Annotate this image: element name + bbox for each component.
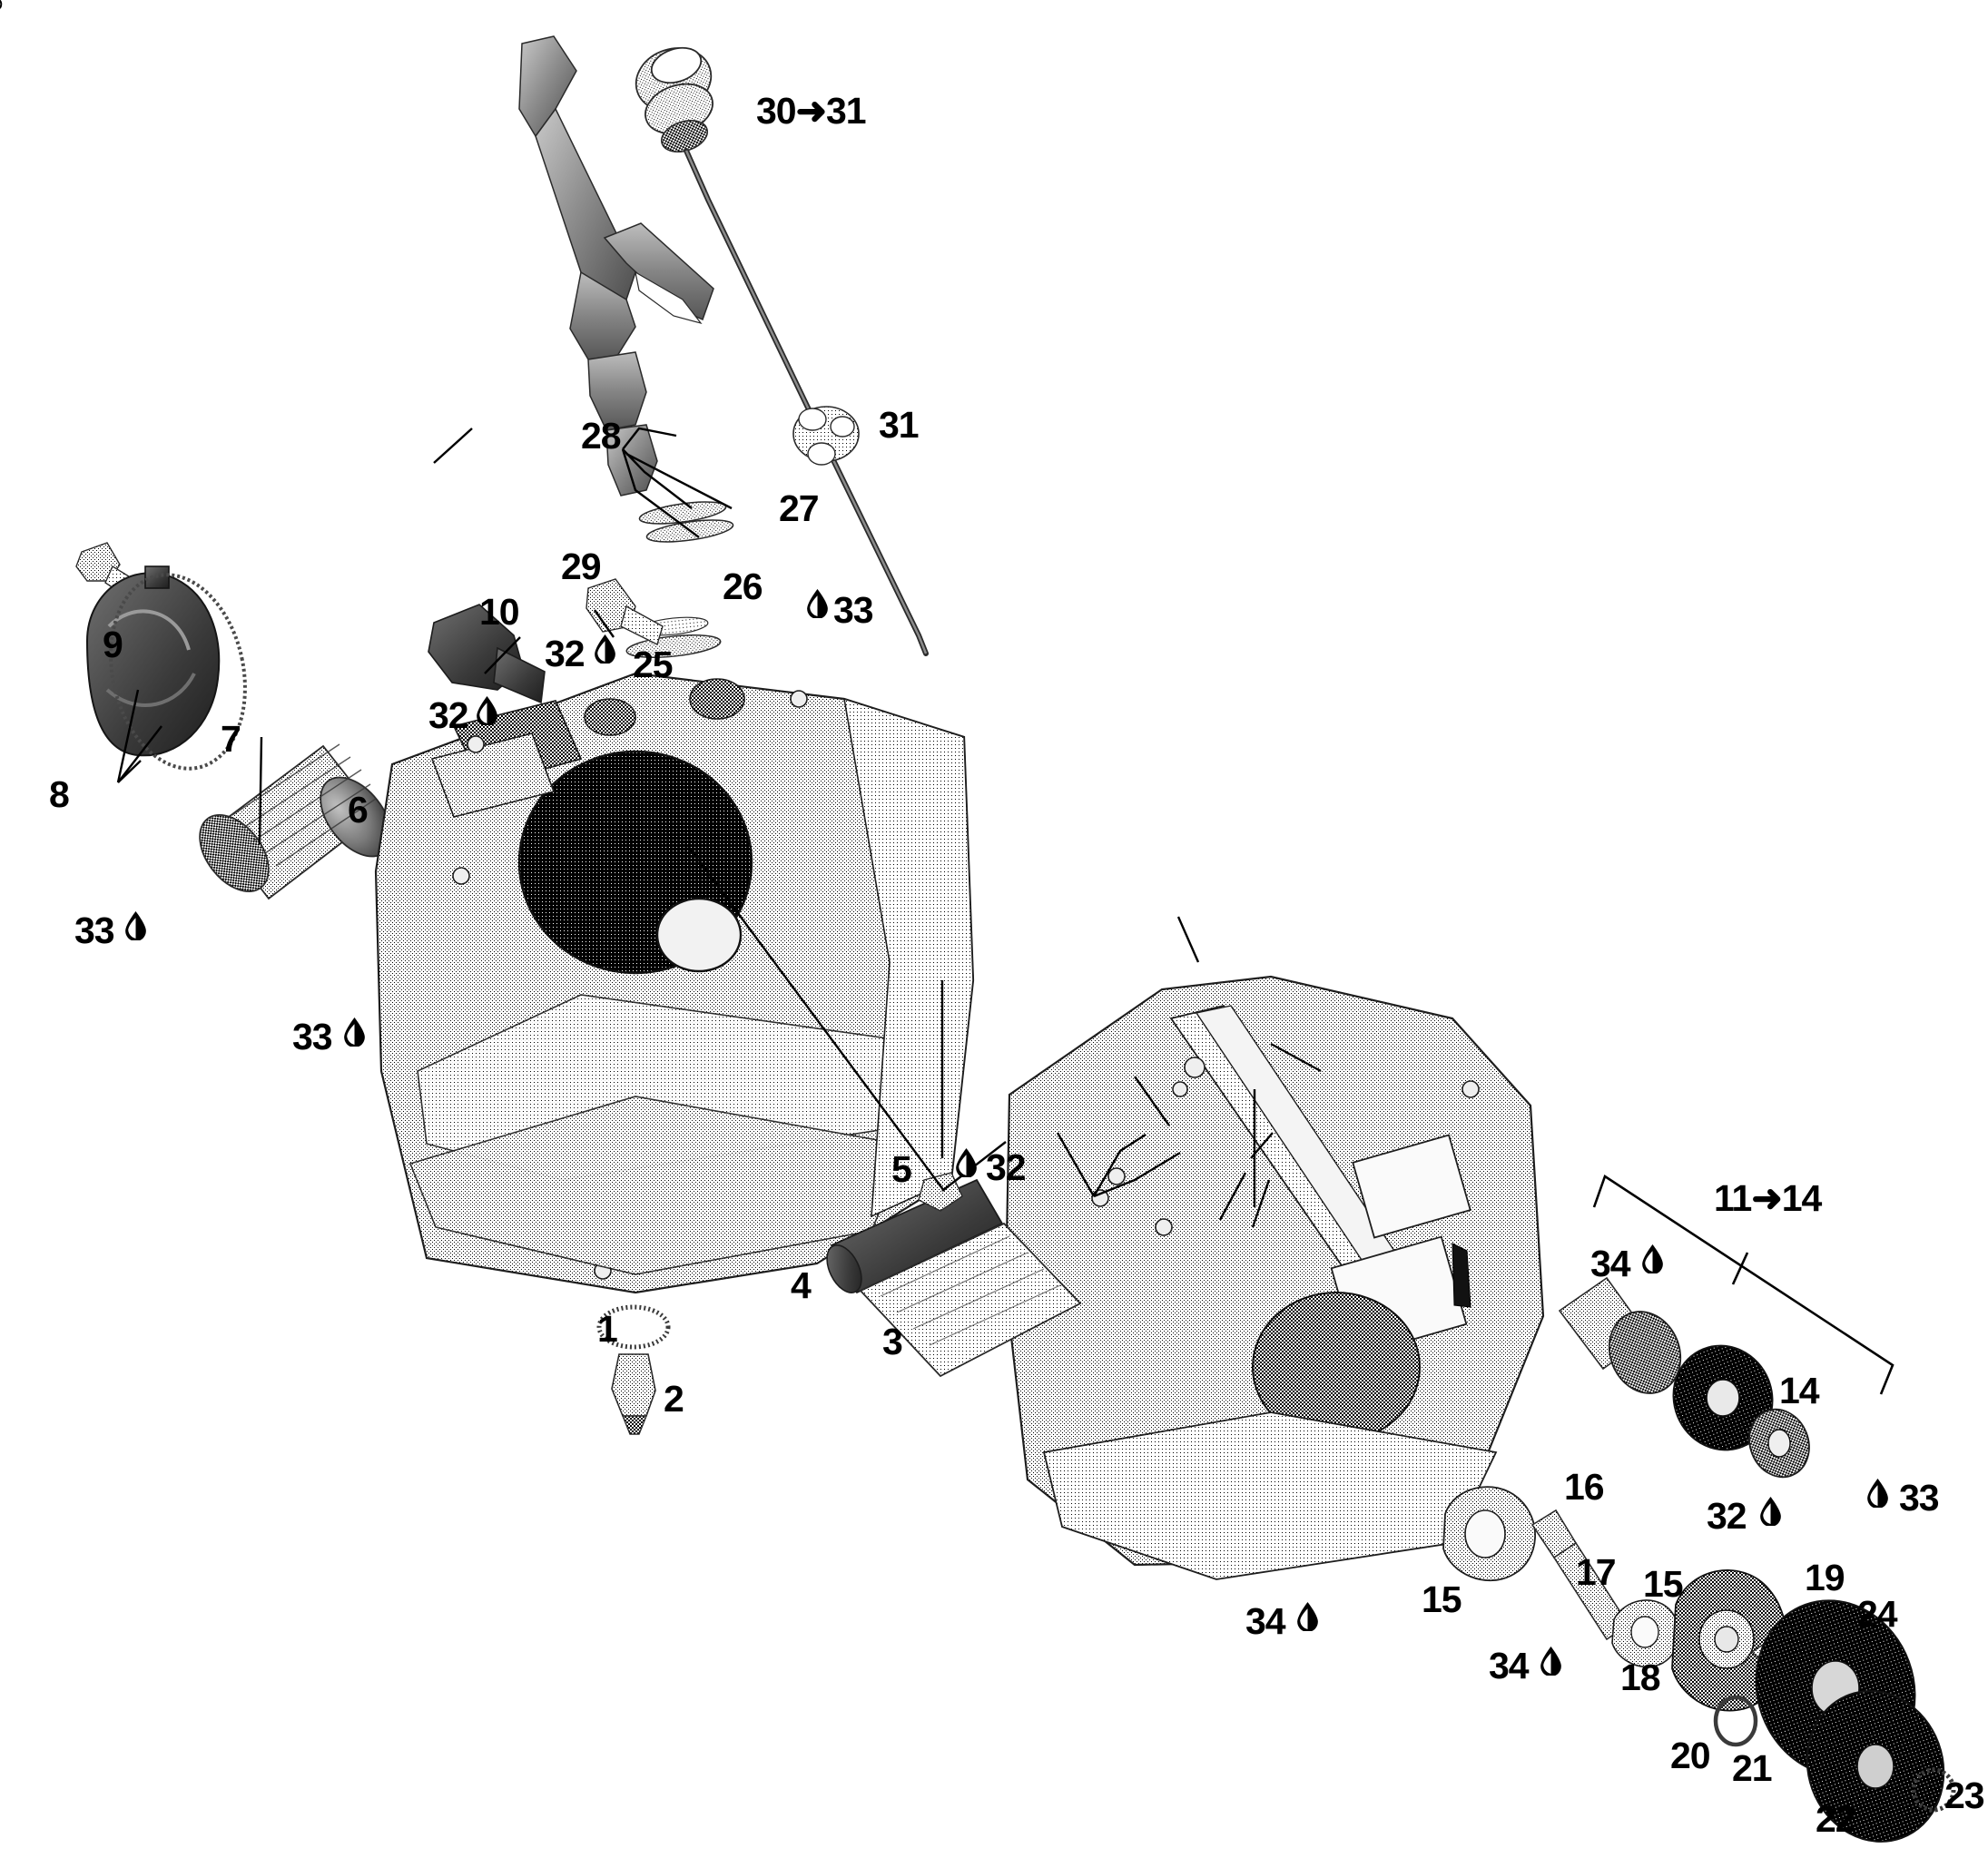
part-oil-pickup-assembly (826, 1172, 1082, 1378)
callout-33-cover: 33 (74, 909, 115, 951)
oil-drop-icon (1759, 1496, 1782, 1526)
callout-33-filter: 33 (292, 1016, 333, 1057)
callout-16: 16 (1564, 1466, 1605, 1508)
callout-34-case: 34 (1245, 1600, 1286, 1642)
oil-drop-icon (1540, 1646, 1562, 1676)
callout-22: 22 (1816, 1798, 1856, 1840)
callout-24: 24 (1857, 1593, 1898, 1635)
callout-11-14: 11➜14 (1714, 1177, 1822, 1219)
part-o-ring-7 (109, 573, 247, 771)
callout-2: 2 (664, 1378, 684, 1420)
callout-3: 3 (882, 1321, 903, 1362)
callout-8: 8 (49, 773, 70, 815)
callout-23: 23 (1944, 1775, 1985, 1816)
bracket-11-14 (1592, 1175, 1895, 1395)
oil-drop-icon (1296, 1601, 1319, 1631)
callout-34-bushings: 34 (1489, 1645, 1530, 1686)
oil-drop-icon (955, 1147, 978, 1177)
callout-26: 26 (723, 565, 763, 607)
callout-17: 17 (1576, 1551, 1617, 1593)
callout-9: 9 (103, 624, 123, 665)
oil-drop-icon (1641, 1244, 1664, 1273)
callout-29: 29 (561, 546, 602, 587)
part-o-ring-27 (638, 501, 727, 525)
part-oil-filter-cartridge (199, 743, 392, 900)
callout-7: 7 (221, 718, 241, 760)
callout-32-pickup: 32 (986, 1146, 1027, 1188)
callout-33-washer: 33 (1899, 1477, 1940, 1519)
callout-6: 6 (348, 789, 369, 831)
oil-drop-icon (476, 695, 498, 725)
oil-drop-icon (343, 1017, 366, 1047)
callout-20: 20 (1670, 1735, 1711, 1776)
part-gear-group (1755, 1599, 1956, 1843)
callout-10: 10 (479, 591, 520, 633)
part-dipstick (635, 46, 929, 656)
callout-32-sensor: 32 (428, 694, 469, 736)
callout-15-a: 15 (1422, 1578, 1462, 1620)
callout-1: 1 (597, 1308, 618, 1350)
oil-drop-icon (124, 910, 147, 940)
part-oil-pressure-sensor (428, 604, 546, 704)
oil-drop-icon (594, 634, 616, 664)
oil-drop-icon (1866, 1478, 1889, 1508)
callout-30-31: 30➜31 (756, 90, 867, 132)
callout-15-b: 15 (1643, 1563, 1684, 1605)
callout-14: 14 (1779, 1370, 1820, 1411)
callout-5: 5 (891, 1148, 912, 1190)
callout-32-screw: 32 (545, 633, 586, 674)
part-screw-29 (586, 578, 664, 645)
callout-28: 28 (581, 415, 622, 457)
part-oil-filter-cover (85, 565, 221, 757)
part-balancer-shaft-group (1558, 1276, 1810, 1479)
part-crankcase-right (1004, 975, 1545, 1580)
part-crankcase-left (374, 672, 975, 1294)
callout-25: 25 (633, 644, 674, 685)
callout-31: 31 (879, 404, 920, 446)
callout-27: 27 (779, 487, 820, 529)
part-balancer-weight-group (1442, 1486, 1680, 1668)
callout-18: 18 (1620, 1657, 1661, 1698)
callout-21: 21 (1732, 1747, 1773, 1789)
callout-4: 4 (791, 1264, 812, 1306)
callout-33-tube: 33 (833, 589, 874, 631)
part-oil-filler-tube (518, 35, 734, 658)
oil-drop-icon (806, 588, 829, 618)
part-oring-plug (596, 1304, 671, 1435)
callout-19: 19 (1805, 1557, 1845, 1598)
callout-34-shaft: 34 (1590, 1243, 1631, 1284)
callout-32-pin: 32 (1707, 1495, 1747, 1537)
